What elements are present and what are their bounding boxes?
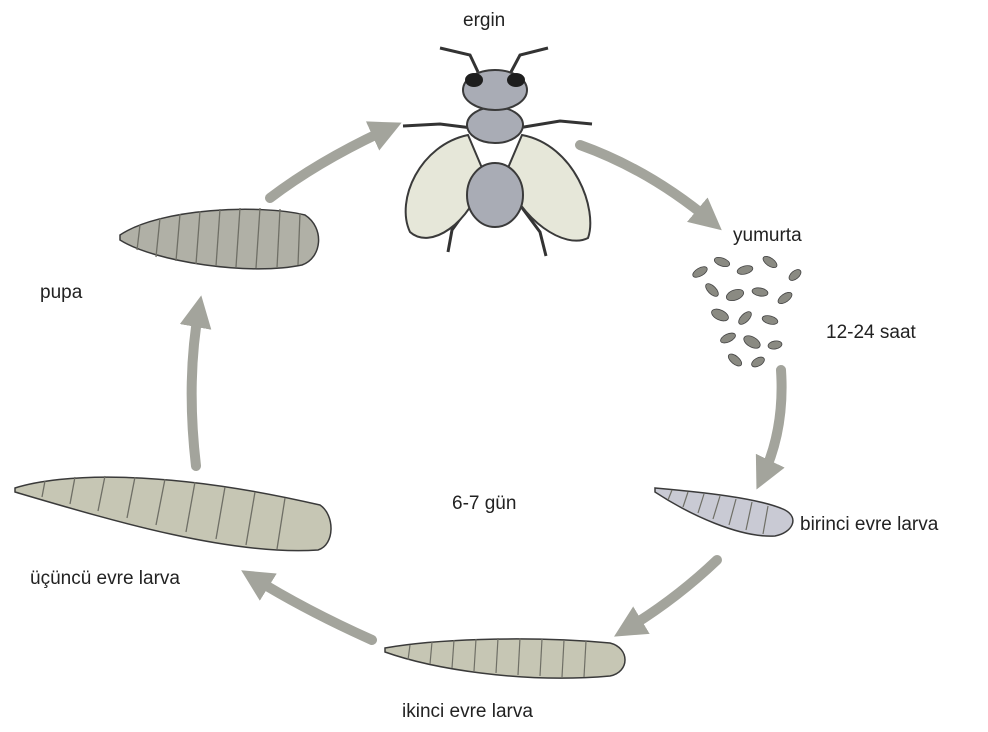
- arrow-adult-to-egg: [580, 145, 712, 222]
- egg-cluster-illustration: [691, 254, 803, 369]
- label-first-instar: birinci evre larva: [800, 515, 938, 534]
- label-adult: ergin: [463, 11, 505, 30]
- arrow-first-to-second-instar: [625, 560, 717, 630]
- arrow-pupa-to-adult: [270, 128, 390, 198]
- arrow-egg-to-first-instar: [762, 370, 782, 478]
- second-instar-larva-illustration: [385, 638, 625, 678]
- adult-fly-illustration: [403, 48, 592, 256]
- label-pupa: pupa: [40, 283, 82, 302]
- label-egg-hatch-duration: 12-24 saat: [826, 323, 916, 342]
- arrow-third-instar-to-pupa: [192, 308, 199, 466]
- third-instar-larva-illustration: [15, 476, 331, 551]
- pupa-illustration: [120, 208, 319, 269]
- first-instar-larva-illustration: [655, 488, 793, 536]
- arrow-second-to-third-instar: [252, 577, 372, 640]
- label-second-instar: ikinci evre larva: [402, 702, 533, 721]
- label-third-instar: üçüncü evre larva: [30, 569, 180, 588]
- label-larval-period-duration: 6-7 gün: [452, 494, 516, 513]
- label-egg: yumurta: [733, 226, 802, 245]
